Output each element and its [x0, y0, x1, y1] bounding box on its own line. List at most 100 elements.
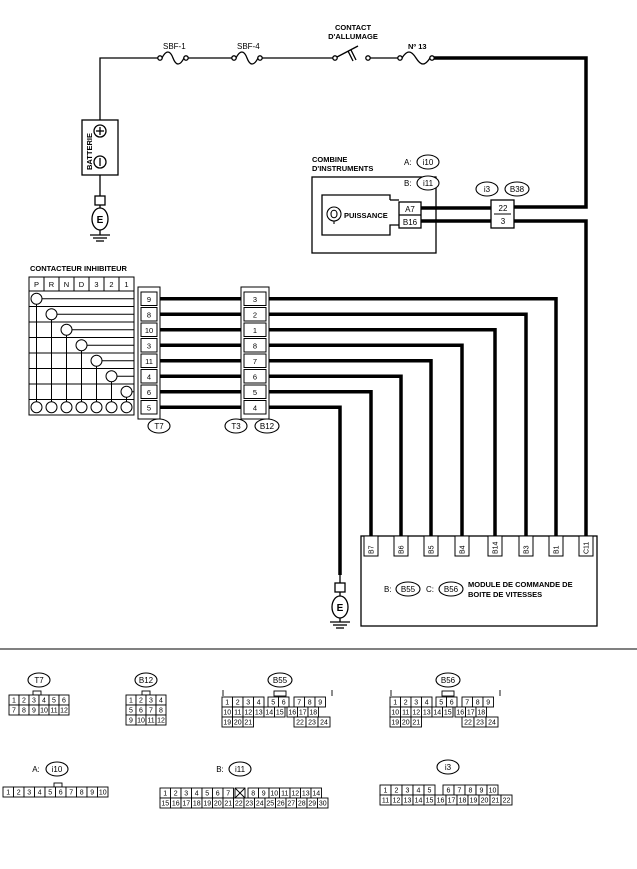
conn-i10-pin: 7 [69, 790, 73, 797]
t7-pin-label: 8 [147, 310, 151, 319]
tcm-pin-cell [363, 535, 379, 557]
t3-oval [224, 418, 248, 434]
ground-letter: E [97, 215, 104, 226]
conn-i3-pin: 1 [384, 788, 388, 795]
t3-pin-cell [243, 400, 267, 415]
conn-i11-pin: 25 [266, 801, 274, 808]
conn-b12-pin: 6 [139, 708, 143, 715]
conn-i11-title: i11 [235, 765, 246, 774]
combine-title-2: D'INSTRUMENTS [312, 164, 373, 173]
conn-i11-pin: 24 [256, 801, 264, 808]
contact-circle [90, 354, 103, 367]
conn-b55-pin: 24 [320, 720, 328, 727]
conn-b55-title: B55 [273, 676, 288, 685]
conn-i11-pin: 2 [174, 791, 178, 798]
contact-circle [30, 401, 43, 414]
conn-i11-pin: 26 [277, 801, 285, 808]
conn-i10-cell [97, 786, 109, 798]
contact-circle [45, 401, 58, 414]
position-label-P: P [34, 280, 39, 289]
conn-b12-title: B12 [139, 676, 154, 685]
conn-t7-pin: 12 [60, 708, 68, 715]
conn-i3-pin: 3 [406, 788, 410, 795]
fuse-no13-icon [397, 51, 435, 65]
conn-i11-pin: 17 [182, 801, 190, 808]
conn-i3-pin: 9 [480, 788, 484, 795]
conn-b55-pin: 4 [257, 700, 261, 707]
contact-circle [105, 370, 118, 383]
conn-i11-pin: 4 [195, 791, 199, 798]
tcm-pin-label: B3 [524, 545, 531, 554]
conn-b12-pin: 4 [159, 698, 163, 705]
t3-pin-cell [243, 322, 267, 337]
pin-22: 22 [499, 204, 508, 213]
conn-b12-pin: 5 [129, 708, 133, 715]
conn-b56-cell [410, 716, 422, 728]
conn-b55-pin: 5 [271, 700, 275, 707]
module-c-prefix: C: [426, 585, 434, 594]
conn-i10-pin: 2 [17, 790, 21, 797]
conn-i11-pin: 22 [235, 801, 243, 808]
conn-b55-pin: 20 [234, 720, 242, 727]
t7-pin-cell [140, 353, 158, 368]
conn-b56-pin: 7 [465, 700, 469, 707]
conn-b56-pin: 1 [393, 700, 397, 707]
conn-b56-title: B56 [441, 676, 456, 685]
conn-b55-cell [242, 716, 254, 728]
tcm-pin-label: B14 [493, 541, 500, 554]
conn-t7-pin: 5 [52, 698, 56, 705]
position-label-2: 2 [109, 280, 113, 289]
module-c-code: B56 [444, 585, 459, 594]
conn-i10-pin: 10 [99, 790, 107, 797]
module-b-code: B55 [401, 585, 416, 594]
conn-i11-pin: 13 [302, 791, 310, 798]
module-c-oval [438, 581, 464, 597]
t3-frame [240, 286, 270, 420]
conn-b55-pin: 11 [234, 710, 241, 717]
conn-b56-pin: 19 [391, 720, 399, 727]
b12-code: B12 [260, 422, 275, 431]
t3-pin-cell [243, 307, 267, 322]
b38-code: B38 [510, 185, 525, 194]
conn-b56-pin: 14 [433, 710, 441, 717]
conn-i3-pin: 8 [469, 788, 473, 795]
conn-b55-pin: 15 [276, 710, 284, 717]
conn-i11-pin: 11 [281, 791, 288, 798]
combine-a-code: i10 [423, 158, 434, 167]
contact-circle [120, 401, 133, 414]
conn-b56-pin: 17 [467, 710, 475, 717]
tcm-pin-label: B1 [554, 545, 561, 554]
conn-i3-pin: 19 [470, 798, 478, 805]
contact-circle [105, 401, 118, 414]
contact-circle [75, 339, 88, 352]
b12-oval [254, 418, 280, 434]
tcm-pin-cell [454, 535, 470, 557]
pin-a7: A7 [405, 205, 415, 214]
i3-oval [475, 181, 499, 197]
conn-b55-pin: 13 [255, 710, 263, 717]
ground-icon-2 [330, 575, 350, 629]
tcm-pin-label: B4 [460, 545, 467, 554]
conn-b56-cell [442, 706, 454, 718]
conn-b56-pin: 2 [404, 700, 408, 707]
conn-b56-pin: 18 [477, 710, 485, 717]
t7-pin-cell [140, 338, 158, 353]
contact-circle [60, 323, 73, 336]
conn-b55-cell [314, 696, 326, 708]
conn-b55-pin: 21 [244, 720, 252, 727]
conn-t7-pin: 6 [62, 698, 66, 705]
conn-i11-pin: 28 [298, 801, 306, 808]
conn-b55-pin: 3 [246, 700, 250, 707]
conn-i10-prefix: A: [32, 765, 40, 774]
conn-i11-pin: 19 [203, 801, 211, 808]
module-b-prefix: B: [384, 585, 392, 594]
t3-pin-label: 2 [253, 310, 257, 319]
contact-label-1: CONTACT [335, 23, 372, 32]
sbf4-label: SBF-4 [237, 42, 260, 51]
conn-b56-pin: 3 [414, 700, 418, 707]
conn-i11-pin: 8 [251, 791, 255, 798]
module-name-2: BOITE DE VITESSES [468, 590, 542, 599]
t3-pin-label: 5 [253, 388, 257, 397]
conn-t7-oval [27, 672, 51, 688]
